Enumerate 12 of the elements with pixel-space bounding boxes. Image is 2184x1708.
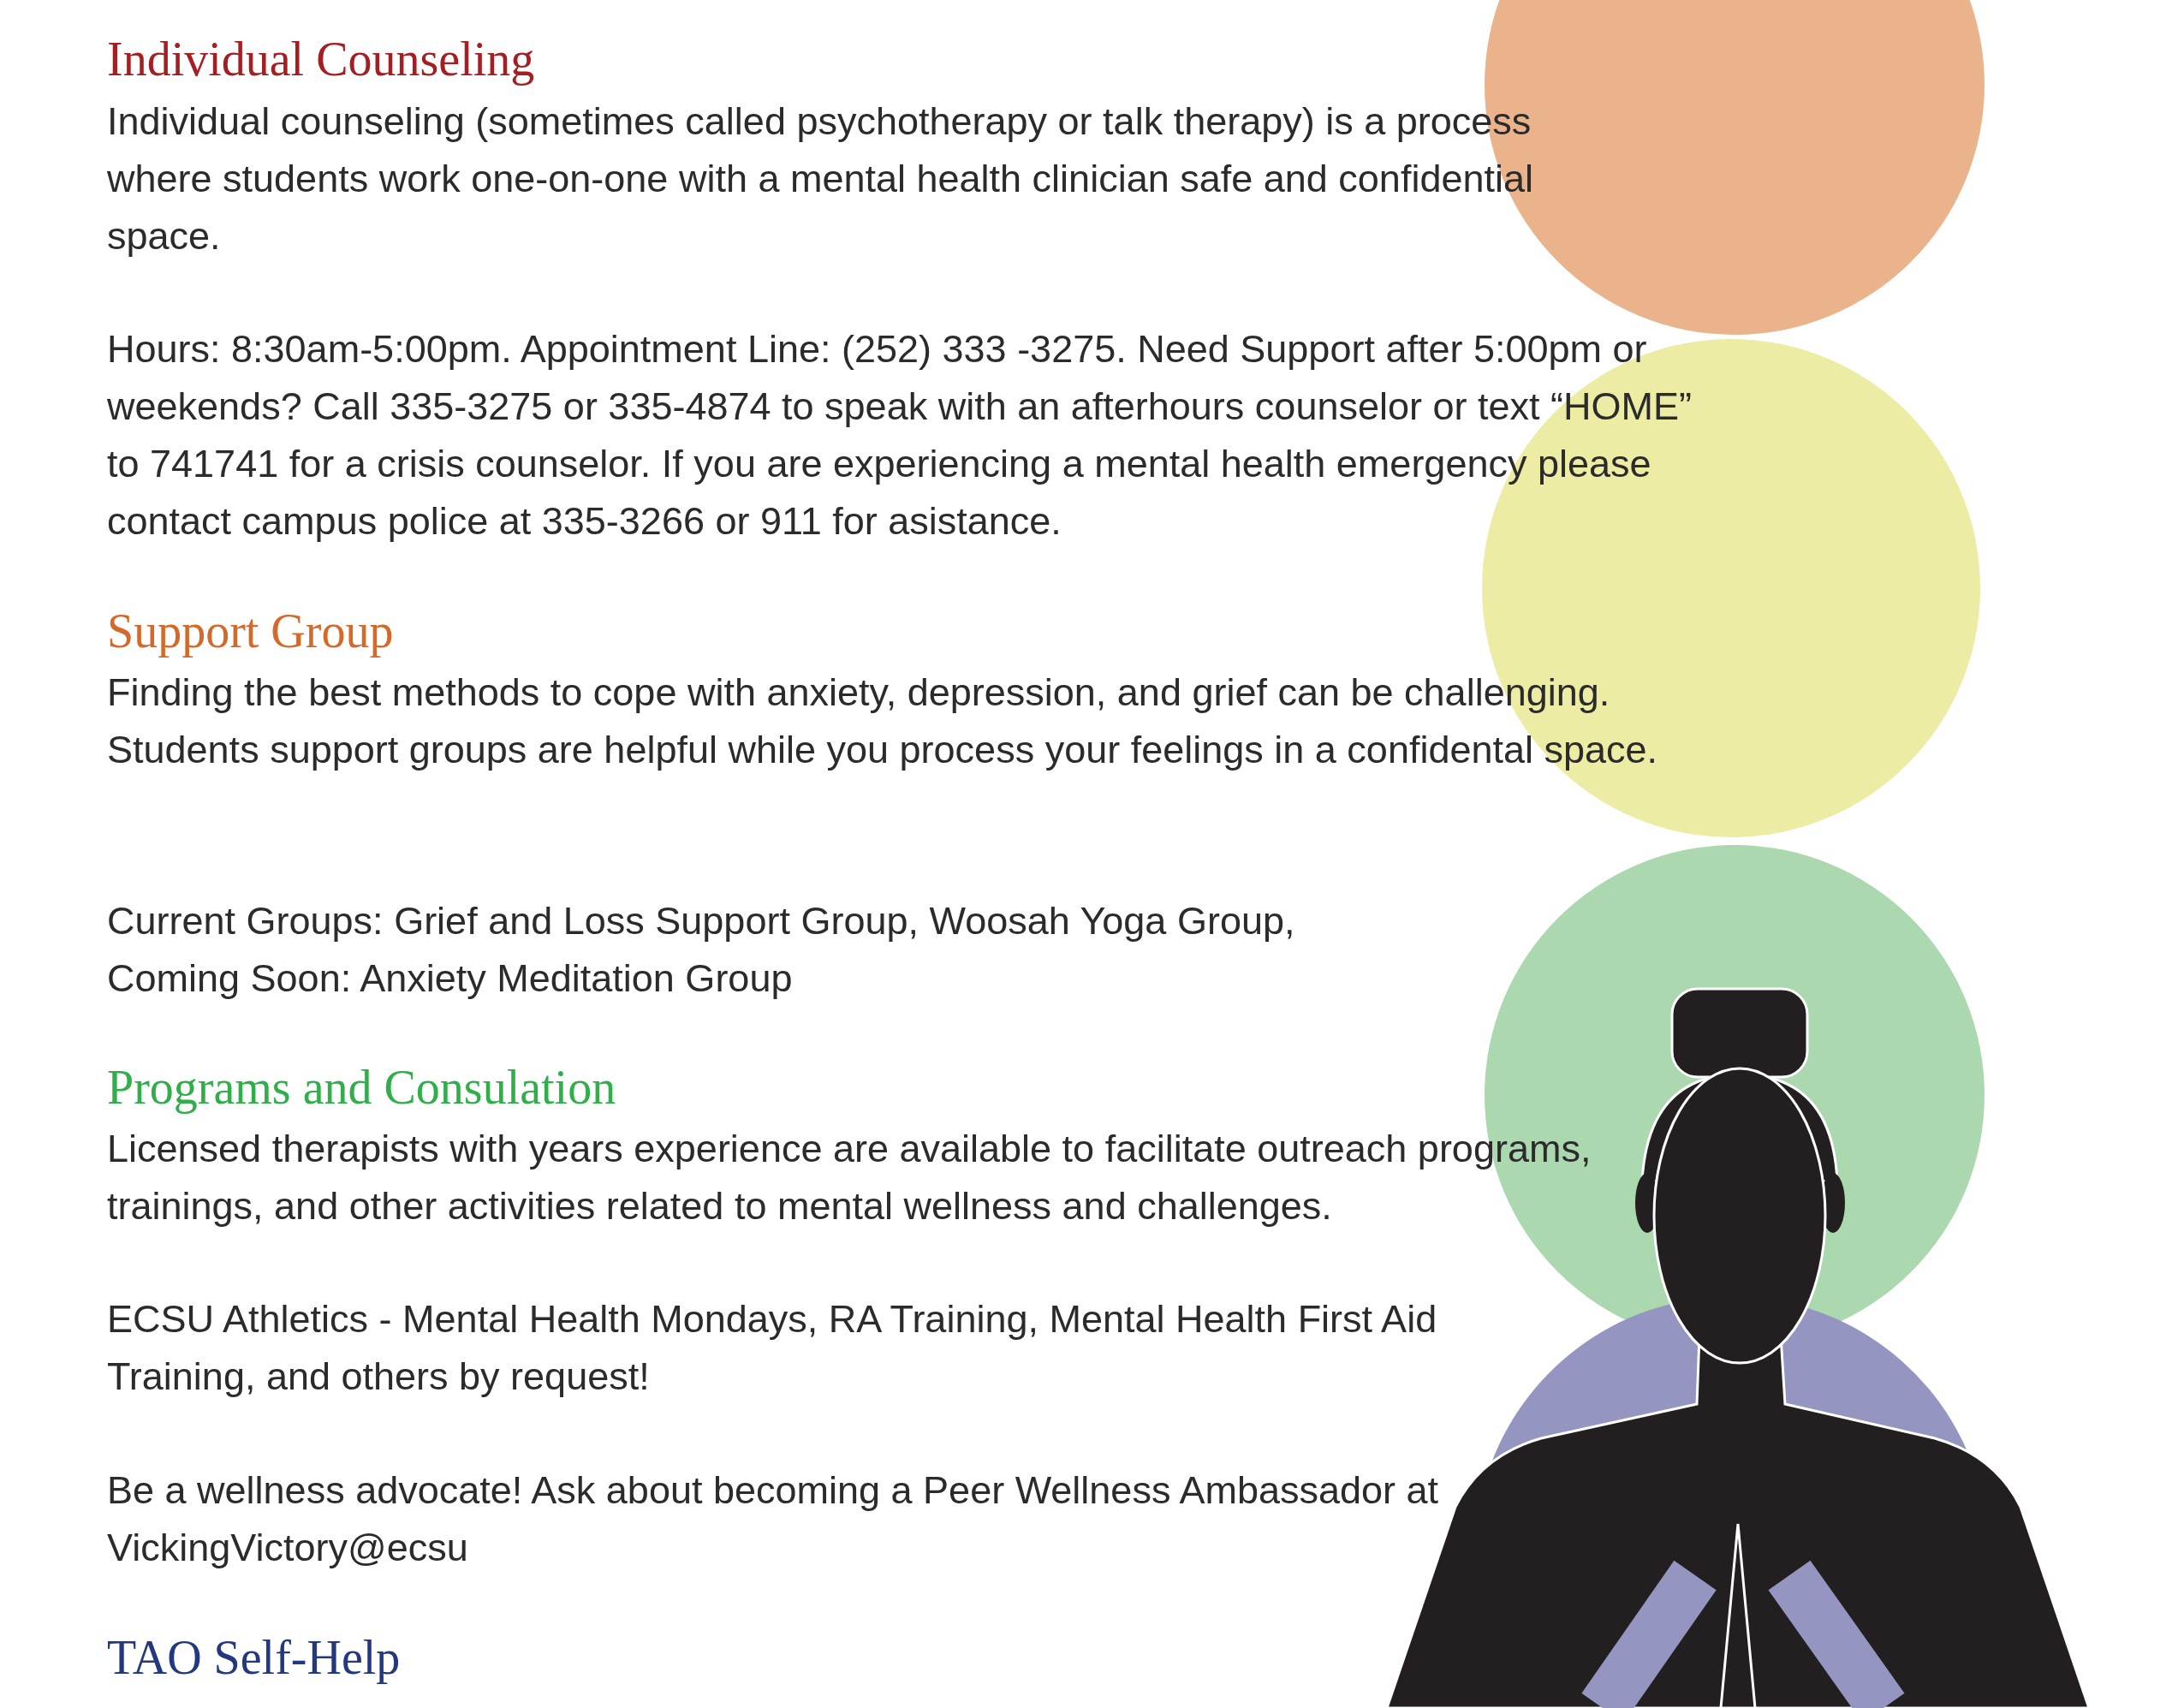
paragraph: Coming Soon: Anxiety Meditation Group [107,955,794,1002]
paragraph: Hours: 8:30am-5:00pm. Appointment Line: (252) 333 -3275. Need Support after 5:00pm or weekends? Call 335-3275 or 335-4874 to speak with an afterhours counselor or text “HOME” to 741741 for a crisis counselor. If you are experiencing a mental health emergency please contact campus police at 335-3266 or 911 for asistance. [107,326,1693,545]
section-heading: TAO Self-Help [107,1630,402,1686]
paragraph: ECSU Athletics - Mental Health Mondays, RA Training, Mental Health First Aid Training, and others by request! [107,1296,1438,1400]
paragraph: Be a wellness advocate! Ask about becoming a Peer Wellness Ambassador at VickingVictory@ecsu [107,1467,1440,1571]
paragraph: Licensed therapists with years experience are available to facilitate outreach programs, trainings, and other activities related to mental wellness and challenges. [107,1126,1592,1229]
paragraph: Finding the best methods to cope with anxiety, depression, and grief can be challenging. Students support groups are helpful while you process your feelings in a confidental space. [107,670,1659,773]
section-heading: Programs and Consulation [107,1060,617,1116]
paragraph: Individual counseling (sometimes called psychotherapy or talk therapy) is a process where students work one-on-one with a mental health clinician safe and confidential space. [107,98,1534,259]
section-heading: Support Group [107,604,395,659]
paragraph: Current Groups: Grief and Loss Support Group, Woosah Yoga Group, [107,898,1296,944]
section-heading: Individual Counseling [107,32,536,87]
